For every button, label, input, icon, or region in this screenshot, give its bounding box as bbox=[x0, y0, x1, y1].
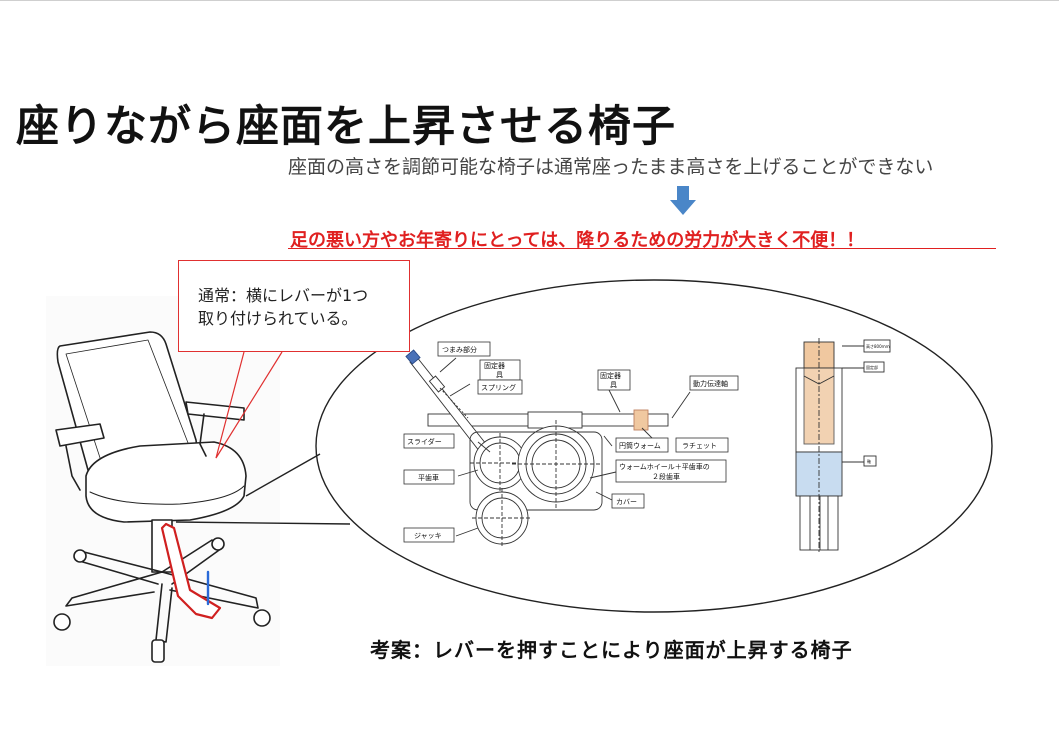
label-jack: ジャッキ bbox=[414, 532, 442, 540]
label-column-top: 高さ800ｍｍ bbox=[866, 343, 890, 349]
mechanism-labels: つまみ部分 固定器 具 スプリング 固定器 具 動力伝達軸 スライダー 円筒ウォ… bbox=[407, 345, 728, 540]
label-drive-shaft: 動力伝達軸 bbox=[693, 379, 728, 388]
note-text: 通常：横にレバーが1つ 取り付けられている。 bbox=[198, 284, 408, 330]
label-column-low: 軸 bbox=[867, 458, 871, 464]
note-line-2: 取り付けられている。 bbox=[198, 309, 358, 328]
warning-underline bbox=[288, 248, 996, 249]
label-knob: つまみ部分 bbox=[442, 345, 477, 354]
note-callout-box bbox=[178, 260, 410, 352]
column-cross-section bbox=[795, 338, 891, 552]
label-fixture-1a: 固定器 bbox=[484, 361, 505, 370]
label-fixture-2a: 固定器 bbox=[600, 371, 621, 380]
slide-title: 座りながら座面を上昇させる椅子 bbox=[16, 102, 676, 152]
mechanism-drawing bbox=[405, 349, 691, 548]
label-slider: スライダー bbox=[407, 437, 442, 446]
label-worm-wheel-a: ウォームホイール＋平歯車の bbox=[619, 462, 710, 471]
label-worm-wheel-b: ２段歯車 bbox=[652, 472, 680, 481]
label-spur-gear: 平歯車 bbox=[418, 473, 439, 482]
label-cover: カバー bbox=[616, 498, 637, 506]
proposal-caption: 考案：レバーを押すことにより座面が上昇する椅子 bbox=[370, 638, 853, 662]
label-spring: スプリング bbox=[481, 383, 516, 392]
note-line-1: 通常：横にレバーが1つ bbox=[198, 286, 369, 305]
arrow-down-icon bbox=[670, 186, 696, 215]
office-chair-illustration bbox=[46, 296, 280, 666]
label-ratchet: ラチェット bbox=[682, 442, 717, 450]
column-labels: 高さ800ｍｍ 固定部 軸 bbox=[866, 343, 890, 464]
label-fixture-1b: 具 bbox=[496, 371, 503, 379]
warning-text: 足の悪い方やお年寄りにとっては、降りるための労力が大きく不便！！ bbox=[290, 230, 865, 251]
note-callout-pointer bbox=[215, 351, 283, 459]
label-cylinder-worm: 円筒ウォーム bbox=[619, 441, 661, 450]
problem-statement: 座面の高さを調節可能な椅子は通常座ったまま高さを上げることができない bbox=[288, 156, 934, 178]
mechanism-label-boxes bbox=[403, 341, 739, 543]
top-divider bbox=[0, 0, 1059, 1]
label-fixture-2b: 具 bbox=[610, 381, 617, 389]
label-column-mid: 固定部 bbox=[866, 364, 878, 370]
